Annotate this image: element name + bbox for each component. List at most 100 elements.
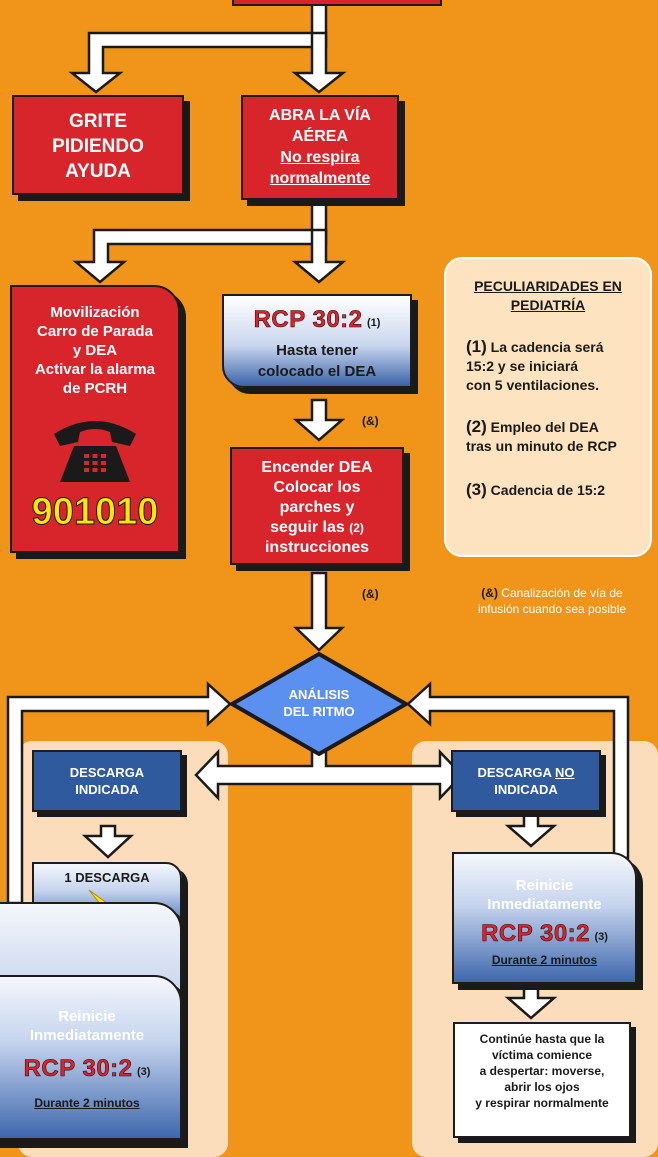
pediatria-item-3-line-1: Cadencia de 15:2 xyxy=(486,482,606,498)
abra-line-4: normalmente xyxy=(269,170,371,187)
top-entry-box-edge xyxy=(232,0,442,6)
rcp-top-line-1: Hasta tener xyxy=(276,342,358,359)
arrow-horizontal-split xyxy=(194,736,464,802)
descarga-no-line-1a: DESCARGA xyxy=(477,765,556,780)
analisis-diamond xyxy=(227,651,411,757)
encender-line-4: seguir las xyxy=(270,519,345,536)
descarga-no-line-2: INDICADA xyxy=(494,782,558,797)
abra-line-3: No respira xyxy=(280,149,360,166)
movilizacion-line-5: de PCRH xyxy=(62,380,128,397)
rcp-top-row: RCP 30:2 (1) xyxy=(224,306,410,334)
reinicie-right-rcp-row: RCP 30:2 (3) xyxy=(454,920,635,948)
continue-line-4: abrir los ojos xyxy=(504,1080,580,1094)
rcp-top-label: RCP 30:2 xyxy=(253,306,363,334)
pediatria-item-3-num: (3) xyxy=(466,480,487,499)
pediatria-item-2-line-1: Empleo del DEA xyxy=(486,419,599,435)
pediatria-item-1: (1) La cadencia será 15:2 y se iniciará … xyxy=(466,337,636,395)
arrow-top-right xyxy=(291,31,347,94)
telephone-icon xyxy=(54,421,136,482)
analisis-label: ANÁLISIS DEL RITMO xyxy=(260,686,378,720)
descarga-no-indicada-box: DESCARGA NO INDICADA xyxy=(451,750,601,812)
arrow-left-loop xyxy=(6,681,232,905)
reinicie-left-line-2: Inmediatamente xyxy=(29,1027,145,1044)
grite-line-2: PIDIENDO xyxy=(52,136,144,157)
continue-line-1: Continúe hasta que la xyxy=(479,1032,605,1046)
arrow-right-loop xyxy=(406,681,630,860)
footnote-line-1: (&) Canalización de vía de xyxy=(448,585,656,601)
reinicie-right-duration: Durante 2 minutos xyxy=(491,953,598,967)
encender-line-4-row: seguir las (2) xyxy=(232,518,402,538)
movilizacion-line-2: Carro de Parada xyxy=(37,323,153,340)
footnote-text-1: Canalización de vía de xyxy=(497,586,623,600)
abra-via-aerea-box: ABRA LA VÍA AÉREA No respira normalmente xyxy=(241,95,399,200)
phone-number: 901010 xyxy=(31,491,159,533)
analisis-line-1: ANÁLISIS xyxy=(288,687,350,702)
continue-line-5: y respirar normalmente xyxy=(475,1096,609,1110)
continue-line-2: víctima comience xyxy=(491,1048,593,1062)
movilizacion-box: Movilización Carro de Parada y DEA Activ… xyxy=(10,285,180,553)
footnote-mark: (&) xyxy=(481,586,498,600)
encender-ref: (2) xyxy=(349,521,364,535)
continue-line-3: a despertar: moverse, xyxy=(479,1064,605,1078)
descarga-indicada-box: DESCARGA INDICADA xyxy=(32,750,182,812)
reinicie-left-rcp-row: RCP 30:2 (3) xyxy=(0,1055,180,1083)
reinicie-right-line-2: Inmediatamente xyxy=(487,896,602,913)
arrow-left-1 xyxy=(81,824,135,859)
encender-dea-box: Encender DEA Colocar los parches y segui… xyxy=(230,447,404,565)
amp-note-1: (&) xyxy=(362,414,379,428)
encender-line-5: instrucciones xyxy=(264,539,370,556)
reinicie-right-card: Reinicie Inmediatamente RCP 30:2 (3) Dur… xyxy=(452,852,637,984)
analisis-line-2: DEL RITMO xyxy=(283,704,355,719)
pediatria-title-1: PECULIARIDADES EN xyxy=(474,278,622,294)
una-descarga-label: 1 DESCARGA xyxy=(64,870,150,885)
reinicie-left-card: Reinicie Inmediatamente RCP 30:2 (3) Dur… xyxy=(0,975,182,1140)
arrow-top-split xyxy=(68,0,328,94)
movilizacion-line-1: Movilización xyxy=(50,304,140,321)
continue-box: Continúe hasta que la víctima comience a… xyxy=(453,1022,631,1138)
descarga-no-line-1b: NO xyxy=(555,765,575,780)
footnote: (&) Canalización de vía de infusión cuan… xyxy=(448,585,656,617)
rcp-hasta-dea-box: RCP 30:2 (1) Hasta tener colocado el DEA xyxy=(222,294,412,388)
reinicie-left-duration: Durante 2 minutos xyxy=(34,1096,140,1110)
descarga-line-2: INDICADA xyxy=(75,782,139,797)
pediatria-item-1-line-1: La cadencia será xyxy=(486,339,604,355)
rcp-top-line-2: colocado el DEA xyxy=(257,363,377,380)
reinicie-left-line-1: Reinicie xyxy=(58,1008,116,1025)
arrow-abra-split xyxy=(72,201,328,284)
descarga-line-1: DESCARGA xyxy=(69,765,145,780)
abra-line-2: AÉREA xyxy=(291,128,348,145)
footnote-line-2: infusión cuando sea posible xyxy=(477,602,627,616)
reinicie-right-line-1: Reinicie xyxy=(515,877,574,894)
reinicie-left-rcp: RCP 30:2 xyxy=(23,1055,133,1083)
amp-note-2: (&) xyxy=(362,587,379,601)
encender-line-2: Colocar los xyxy=(273,479,361,496)
arrow-abra-down xyxy=(291,228,347,284)
pediatria-item-1-line-3: con 5 ventilaciones. xyxy=(466,377,600,393)
pediatria-panel: PECULIARIDADES EN PEDIATRÍA (1) La caden… xyxy=(444,257,652,557)
reinicie-left-ref: (3) xyxy=(136,1065,151,1078)
descarga-no-line-1: DESCARGA NO xyxy=(453,764,599,781)
pediatria-item-2-line-2: tras un minuto de RCP xyxy=(466,438,617,454)
encender-line-3: parches y xyxy=(279,499,355,516)
reinicie-right-ref: (3) xyxy=(594,930,608,943)
arrow-rcp-down xyxy=(292,398,346,442)
grite-line-1: GRITE xyxy=(68,111,128,132)
pediatria-item-3: (3) Cadencia de 15:2 xyxy=(466,480,636,500)
pediatria-item-1-num: (1) xyxy=(466,337,487,356)
movilizacion-line-4: Activar la alarma xyxy=(34,361,156,378)
arrow-encender-down xyxy=(292,571,346,652)
arrow-right-1 xyxy=(504,810,558,848)
abra-line-1: ABRA LA VÍA xyxy=(269,107,371,124)
pediatria-title-2: PEDIATRÍA xyxy=(510,297,586,313)
encender-line-1: Encender DEA xyxy=(261,459,373,476)
grite-box: GRITE PIDIENDO AYUDA xyxy=(12,95,184,195)
pediatria-item-2-num: (2) xyxy=(466,417,487,436)
movilizacion-line-3: y DEA xyxy=(72,342,118,359)
reinicie-right-rcp: RCP 30:2 xyxy=(481,920,591,948)
arrow-right-2 xyxy=(504,983,558,1020)
pediatria-item-1-line-2: 15:2 y se iniciará xyxy=(466,358,579,374)
rcp-top-ref: (1) xyxy=(366,316,381,329)
pediatria-item-2: (2) Empleo del DEA tras un minuto de RCP xyxy=(466,417,636,456)
